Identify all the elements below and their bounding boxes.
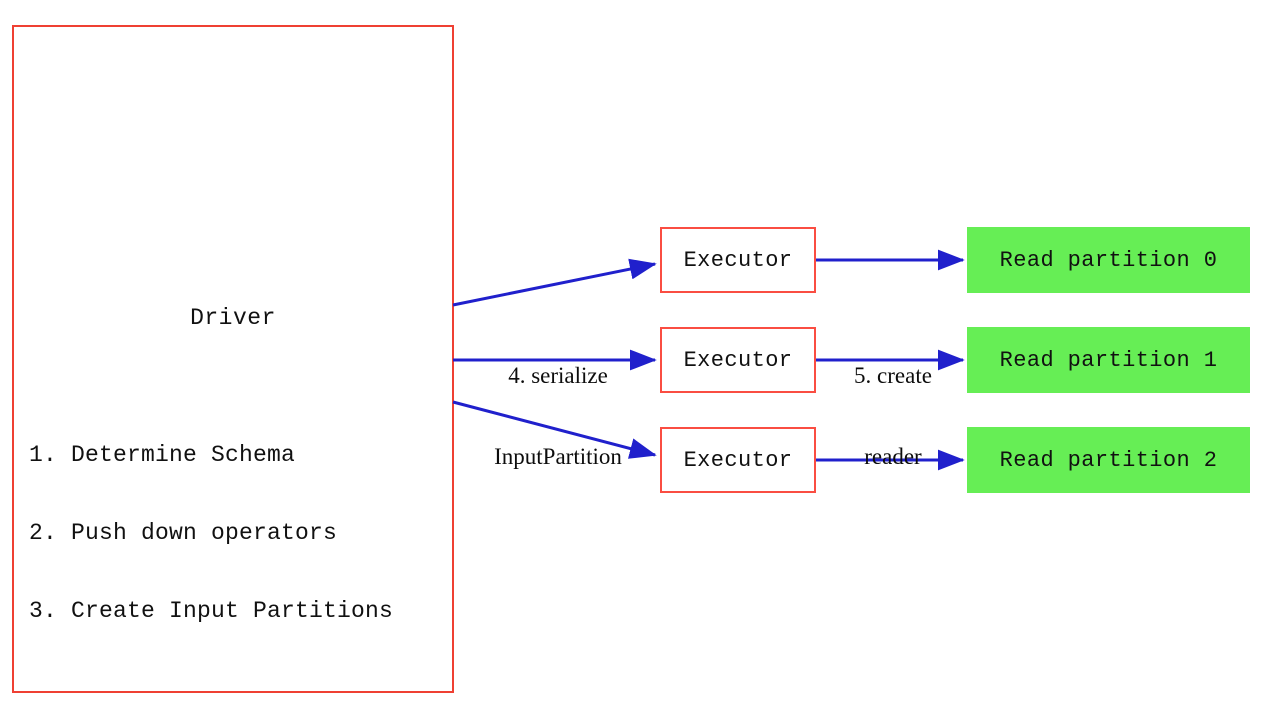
driver-box: Driver 1. Determine Schema 2. Push down …	[12, 25, 454, 693]
partition-label-2: Read partition 2	[999, 447, 1218, 473]
partition-label-1: Read partition 1	[999, 347, 1218, 373]
executor-label-2: Executor	[683, 347, 793, 373]
arrow-driver-to-executor-3	[452, 400, 657, 459]
driver-step-3: 3. Create Input Partitions	[29, 598, 394, 624]
executor-box-2: Executor	[660, 327, 816, 393]
edge-label-serialize: 4. serialize InputPartition	[458, 308, 658, 524]
edge-label-create-reader-line-1: 5. create	[854, 363, 932, 388]
driver-steps: 1. Determine Schema 2. Push down operato…	[29, 390, 393, 676]
partition-box-0: Read partition 0	[967, 227, 1250, 293]
partition-box-2: Read partition 2	[967, 427, 1250, 493]
edge-label-create-reader: 5. create reader	[813, 308, 973, 524]
executor-label-1: Executor	[683, 247, 793, 273]
partition-label-0: Read partition 0	[999, 247, 1218, 273]
executor-box-1: Executor	[660, 227, 816, 293]
driver-step-2: 2. Push down operators	[29, 520, 338, 546]
executor-box-3: Executor	[660, 427, 816, 493]
edge-label-serialize-line-1: 4. serialize	[508, 363, 608, 388]
edge-label-create-reader-line-2: reader	[864, 444, 922, 469]
driver-step-1: 1. Determine Schema	[29, 442, 296, 468]
arrow-driver-to-executor-1	[452, 258, 657, 307]
driver-title: Driver	[190, 305, 276, 331]
partition-box-1: Read partition 1	[967, 327, 1250, 393]
edge-label-serialize-line-2: InputPartition	[494, 444, 622, 469]
executor-label-3: Executor	[683, 447, 793, 473]
